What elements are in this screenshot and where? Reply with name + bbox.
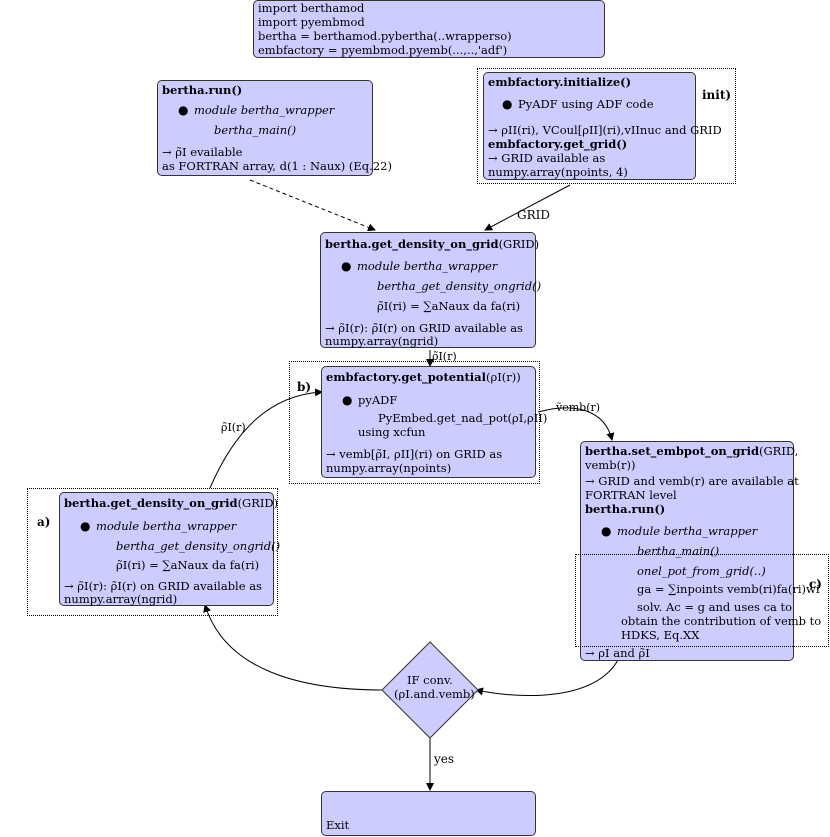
bertha-run-item-1: module bertha_wrapper (194, 103, 335, 117)
bertha-run-box: bertha.run() ● module bertha_wrapper ber… (157, 80, 392, 176)
potential-line-2: numpy.array(npoints) (326, 461, 452, 475)
embpot-region (575, 554, 829, 647)
emb-init-box: embfactory.initialize() ● PyADF using AD… (483, 72, 722, 180)
density-left-label: a) (37, 515, 51, 529)
density-top-title: bertha.get_density_on_grid(GRID) (325, 237, 540, 251)
density-top-line-1: → ρ̃I(r): ρ̃I(r) on GRID available as (325, 321, 523, 335)
embpot-line-1: → GRID and vemb(r) are available at (585, 474, 799, 488)
embpot-title: bertha.set_embpot_on_grid(GRID, (585, 444, 799, 458)
embpot-label: c) (809, 577, 822, 591)
density-left-title: bertha.get_density_on_grid(GRID) (64, 496, 279, 510)
decision-line-2: (ρI.and.vemb) (394, 687, 475, 701)
exit-box: Exit (321, 791, 536, 836)
density-top-item-1: module bertha_wrapper (357, 259, 498, 273)
arrow-bertha-run-to-density (249, 179, 376, 232)
arrow-decision-to-left (203, 604, 384, 691)
bertha-run-line-2: as FORTRAN array, d(1 : Naux) (Eq.22) (162, 159, 392, 173)
bullet-icon: ● (178, 103, 189, 117)
potential-line-1: → vemb[ρ̃I, ρII](ri) on GRID as (326, 447, 503, 461)
init-label: init) (702, 88, 732, 102)
decision-diamond (381, 641, 479, 739)
import-line-1: import berthamod (258, 1, 365, 15)
potential-item-3: using xcfun (358, 425, 426, 439)
bertha-run-item-2: bertha_main() (214, 123, 297, 137)
emb-init-line-1: → ρII(ri), VCoul[ρII](ri),vIInuc and GRI… (488, 123, 722, 137)
embpot-title-line-2: vemb(r)) (585, 458, 636, 472)
edge-label-vemb: ṽemb(r) (556, 401, 601, 414)
density-left-line-1: → ρ̃I(r): ρ̃I(r) on GRID available as (64, 579, 262, 593)
bullet-icon: ● (342, 393, 353, 407)
density-left-region (27, 488, 278, 616)
density-top-box: bertha.get_density_on_grid(GRID) ● modul… (320, 232, 541, 348)
potential-label: b) (297, 380, 312, 394)
potential-region (289, 361, 540, 484)
bertha-run-title: bertha.run() (162, 83, 243, 97)
exit-label: Exit (326, 818, 350, 832)
embpot-line-4: obtain the contribution of vemb to (621, 614, 822, 628)
density-left-formula: ρ̃I(ri) = ∑aNaux da fa(ri) (116, 558, 260, 572)
embpot-formula: ga = ∑inpoints vemb(ri)fa(ri)wi (637, 582, 820, 596)
density-top-line-2: numpy.array(ngrid) (325, 334, 439, 348)
density-left-box: bertha.get_density_on_grid(GRID) ● modul… (59, 492, 280, 606)
import-line-4: embfactory = pyembmod.pyemb(...,..,'adf'… (258, 43, 508, 57)
embpot-line-3: solv. Ac = g and uses ca to (637, 600, 793, 614)
emb-get-grid-title: embfactory.get_grid() (488, 137, 628, 151)
emb-init-line-2: → GRID available as (488, 151, 606, 165)
emb-init-title: embfactory.initialize() (488, 75, 632, 89)
arrow-potential-to-embpot (537, 407, 615, 441)
init-region (477, 68, 736, 184)
arrow-embpot-to-decision (475, 659, 619, 697)
bertha-run-line-1: → ρ̃I evailable (162, 145, 243, 159)
arrow-left-to-potential (209, 388, 323, 489)
potential-item-1: pyADF (358, 393, 398, 407)
embpot-line-6: → ρI and ρ̃I (585, 646, 650, 660)
edge-label-yes: yes (434, 752, 455, 766)
potential-box: embfactory.get_potential(ρI(r)) ● pyADF … (321, 366, 547, 478)
density-top-item-2: bertha_get_density_ongrid() (377, 279, 542, 293)
embpot-line-2: FORTRAN level (585, 488, 677, 502)
embpot-item-1: module bertha_wrapper (617, 524, 758, 538)
edge-label-grid: GRID (517, 208, 550, 222)
embpot-line-5: HDKS, Eq.XX (621, 628, 700, 642)
embpot-item-3: onel_pot_from_grid(..) (637, 564, 766, 578)
imports-box: import berthamod import pyembmod bertha … (253, 0, 605, 58)
emb-init-item-1: PyADF using ADF code (518, 97, 654, 111)
bullet-icon: ● (502, 97, 513, 111)
embpot-title-2: bertha.run() (585, 502, 666, 516)
emb-init-line-3: numpy.array(npoints, 4) (488, 165, 628, 179)
import-line-3: bertha = berthamod.pybertha(..wrapperso) (258, 29, 512, 43)
edge-label-rho-top: ρ̃I(r) (432, 350, 457, 363)
embpot-box: bertha.set_embpot_on_grid(GRID, vemb(r))… (580, 441, 821, 661)
edge-label-rho-left: ρ̃I(r) (221, 421, 246, 434)
bullet-icon: ● (80, 519, 91, 533)
density-left-line-2: numpy.array(ngrid) (64, 592, 178, 606)
density-left-item-1: module bertha_wrapper (96, 519, 237, 533)
bullet-icon: ● (601, 524, 612, 538)
potential-item-2: PyEmbed.get_nad_pot(ρI,ρII) (378, 411, 548, 425)
density-left-item-2: bertha_get_density_ongrid() (116, 539, 281, 553)
arrow-grid-to-density (484, 184, 571, 231)
bullet-icon: ● (341, 259, 352, 273)
potential-title: embfactory.get_potential(ρI(r)) (326, 370, 521, 384)
density-top-formula: ρ̃I(ri) = ∑aNaux da fa(ri) (377, 299, 521, 313)
decision-line-1: IF conv. (407, 673, 453, 687)
import-line-2: import pyembmod (258, 15, 365, 29)
